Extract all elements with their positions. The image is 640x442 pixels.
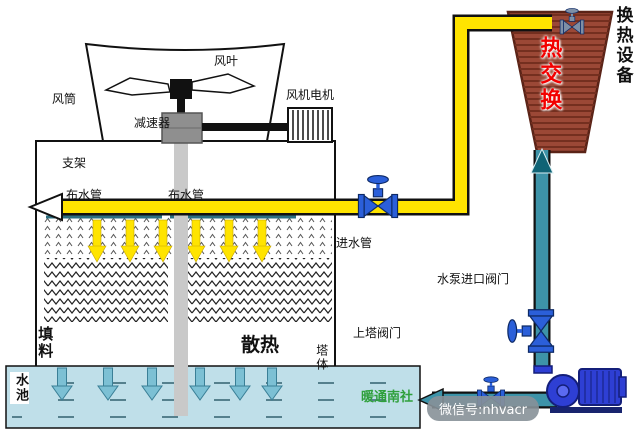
label-pool: 水池: [10, 372, 29, 404]
pool-down-arrows: [51, 367, 283, 401]
fan-motor-box: [287, 107, 333, 143]
up-flow-arrow: [530, 147, 554, 174]
label-support: 支架: [62, 156, 87, 170]
label-pump-inlet-valve: 水泵进口阀门: [437, 272, 510, 286]
label-fan-motor: 风机电机: [286, 88, 335, 102]
label-tower-valve: 上塔阀门: [353, 326, 402, 340]
water-pool: [5, 365, 421, 429]
fan-blade-left: [103, 77, 171, 96]
label-heat-exchange: 热交换: [536, 36, 562, 114]
water-pump: [533, 365, 627, 413]
motor-shaft: [202, 123, 288, 131]
label-hx-device: 换热设备: [612, 6, 633, 86]
heat-exchanger: [506, 10, 614, 154]
label-dist-pipe-right: 布水管: [168, 188, 205, 202]
fill-material: [44, 258, 332, 322]
label-reducer: 减速器: [134, 116, 171, 130]
watermark-brand: 暖通南社: [361, 390, 414, 405]
label-fan-duct: 风筒: [52, 92, 77, 106]
hot-water-down-arrows: [87, 219, 272, 263]
fan-shaft-vertical: [177, 99, 185, 117]
label-tower-body: 塔体: [314, 344, 329, 372]
inlet-flow-arrow: [27, 192, 63, 222]
pool-ripples: [12, 372, 414, 424]
label-fan-blade: 风叶: [214, 54, 239, 68]
fan-assembly: [103, 73, 333, 144]
label-heat-dissipation: 散热: [241, 334, 280, 356]
label-dist-pipe-left: 布水管: [66, 188, 103, 202]
label-inlet-pipe: 进水管: [336, 236, 373, 250]
fan-hub: [170, 79, 192, 99]
center-column: [174, 142, 188, 416]
watermark-wechat: 微信号:nhvacr: [427, 396, 540, 421]
label-fill-material: 填料: [36, 326, 55, 360]
hot-water-pipe: [52, 14, 552, 216]
